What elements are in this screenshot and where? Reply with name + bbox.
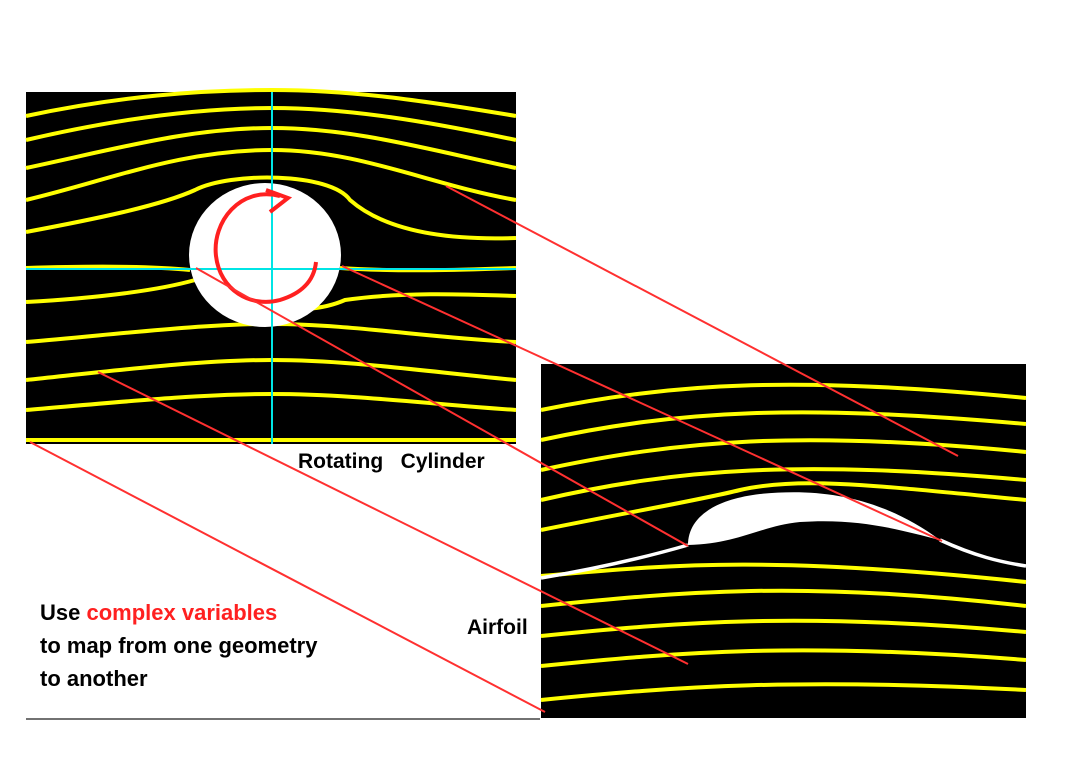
streamline bbox=[540, 648, 1027, 668]
streamline bbox=[540, 562, 1027, 584]
mapping-line bbox=[445, 185, 959, 457]
caption-line-3: to another bbox=[40, 666, 148, 691]
clockwise-arrow-icon bbox=[213, 188, 318, 304]
caption-prefix: Use bbox=[40, 600, 87, 625]
streamline bbox=[540, 382, 1027, 412]
airfoil-label: Airfoil bbox=[467, 616, 528, 639]
streamline bbox=[25, 87, 517, 118]
mapping-line bbox=[97, 371, 689, 665]
streamline bbox=[25, 175, 517, 241]
mapping-line bbox=[29, 441, 546, 713]
cylinder-axes bbox=[26, 92, 516, 444]
streamline bbox=[540, 618, 1027, 638]
cylinder-label: Rotating Cylinder bbox=[298, 450, 485, 473]
streamline bbox=[540, 467, 1027, 502]
mapping-line bbox=[341, 265, 943, 542]
mapping-line bbox=[195, 267, 689, 547]
stagnation-streamline bbox=[540, 538, 1027, 580]
cylinder-panel bbox=[25, 87, 517, 444]
airfoil-panel bbox=[540, 364, 1027, 718]
caption-line-1: Use complex variables bbox=[40, 596, 317, 629]
cylinder-body bbox=[189, 183, 341, 327]
streamline bbox=[540, 410, 1027, 442]
mapping-lines bbox=[29, 185, 959, 713]
streamline bbox=[540, 682, 1027, 702]
caption: Use complex variables to map from one ge… bbox=[40, 596, 317, 695]
streamline bbox=[540, 588, 1027, 608]
airfoil-body bbox=[688, 492, 940, 545]
caption-highlight: complex variables bbox=[86, 600, 278, 625]
caption-line-2: to map from one geometry bbox=[40, 633, 318, 658]
